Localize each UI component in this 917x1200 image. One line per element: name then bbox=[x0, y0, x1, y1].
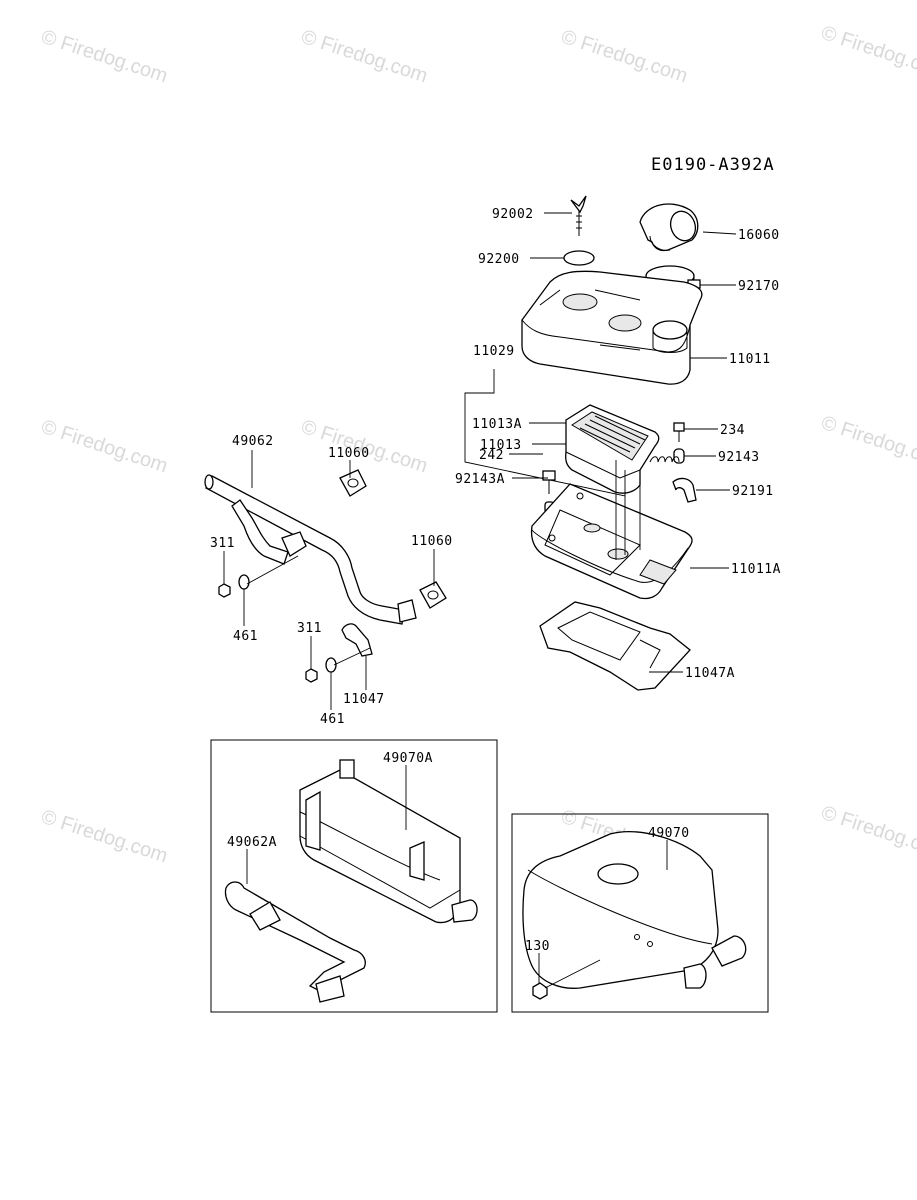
wing-bolt-drawing bbox=[570, 195, 587, 236]
part-label-461-b: 461 bbox=[320, 712, 345, 727]
part-label-92143A: 92143A bbox=[455, 472, 505, 487]
air-cleaner-base-drawing bbox=[530, 483, 693, 600]
part-label-311-a: 311 bbox=[210, 536, 235, 551]
part-label-11013A: 11013A bbox=[472, 417, 522, 432]
watermark: © Firedog.com bbox=[818, 802, 917, 864]
exhaust-pipe-drawing bbox=[204, 474, 417, 625]
part-label-92170: 92170 bbox=[738, 279, 780, 294]
hose-92191-drawing bbox=[672, 477, 697, 503]
bolt-130-drawing bbox=[532, 982, 548, 1000]
part-label-11011A: 11011A bbox=[731, 562, 781, 577]
watermark: © Firedog.com bbox=[298, 26, 430, 88]
bolt-242-drawing bbox=[542, 470, 556, 494]
watermark: © Firedog.com bbox=[558, 26, 690, 88]
part-label-11047: 11047 bbox=[343, 692, 385, 707]
muffler-49070-drawing bbox=[522, 831, 747, 989]
watermark: © Firedog.com bbox=[818, 22, 917, 84]
part-label-234: 234 bbox=[720, 423, 745, 438]
watermarks: © Firedog.com © Firedog.com © Firedog.co… bbox=[38, 22, 917, 868]
part-label-11011: 11011 bbox=[729, 352, 771, 367]
muffler-box-a-frame bbox=[210, 739, 498, 1013]
heat-plate-drawing bbox=[539, 601, 691, 691]
air-cleaner-assembly bbox=[464, 195, 703, 691]
watermark: © Firedog.com bbox=[818, 412, 917, 474]
filter-element-drawing bbox=[565, 404, 660, 494]
nut-drawing bbox=[305, 668, 318, 683]
washer-drawing bbox=[238, 574, 250, 590]
part-label-92200: 92200 bbox=[478, 252, 520, 267]
diagram-code: E0190-A392A bbox=[651, 155, 775, 175]
part-label-49070A: 49070A bbox=[383, 751, 433, 766]
part-label-92191: 92191 bbox=[732, 484, 774, 499]
gasket-drawing bbox=[419, 581, 447, 609]
part-label-92143: 92143 bbox=[718, 450, 760, 465]
part-label-49070: 49070 bbox=[648, 826, 690, 841]
muffler-box-a bbox=[210, 739, 498, 1013]
bolt-234-drawing bbox=[673, 422, 685, 442]
part-labels: 92002 92200 16060 92170 11011 11029 1101… bbox=[210, 207, 781, 954]
part-label-49062: 49062 bbox=[232, 434, 274, 449]
part-label-311-b: 311 bbox=[297, 621, 322, 636]
part-label-16060: 16060 bbox=[738, 228, 780, 243]
exhaust-pipe-assembly bbox=[204, 469, 447, 683]
muffler-box-b-frame bbox=[511, 813, 769, 1013]
watermark: © Firedog.com bbox=[38, 806, 170, 868]
part-label-11060-a: 11060 bbox=[328, 446, 370, 461]
part-label-11047A: 11047A bbox=[685, 666, 735, 681]
nut-drawing bbox=[218, 583, 231, 598]
part-label-11029: 11029 bbox=[473, 344, 515, 359]
air-cleaner-cover-drawing bbox=[521, 270, 703, 385]
part-label-130: 130 bbox=[525, 939, 550, 954]
bracket-11047-drawing bbox=[341, 623, 373, 657]
elbow-drawing bbox=[639, 203, 699, 252]
watermark: © Firedog.com bbox=[38, 416, 170, 478]
leader-lines bbox=[223, 212, 737, 989]
muffler-49070A-drawing bbox=[299, 759, 478, 924]
gasket-drawing bbox=[339, 469, 367, 497]
pipe-49062A-drawing bbox=[224, 881, 366, 1003]
watermark: © Firedog.com bbox=[38, 26, 170, 88]
washer-drawing bbox=[563, 250, 595, 266]
muffler-box-b bbox=[511, 813, 769, 1013]
part-label-92002: 92002 bbox=[492, 207, 534, 222]
spring-drawing bbox=[649, 456, 680, 463]
part-label-461-a: 461 bbox=[233, 629, 258, 644]
part-label-242: 242 bbox=[479, 448, 504, 463]
part-label-11013: 11013 bbox=[480, 438, 522, 453]
part-label-49062A: 49062A bbox=[227, 835, 277, 850]
part-label-11060-b: 11060 bbox=[411, 534, 453, 549]
